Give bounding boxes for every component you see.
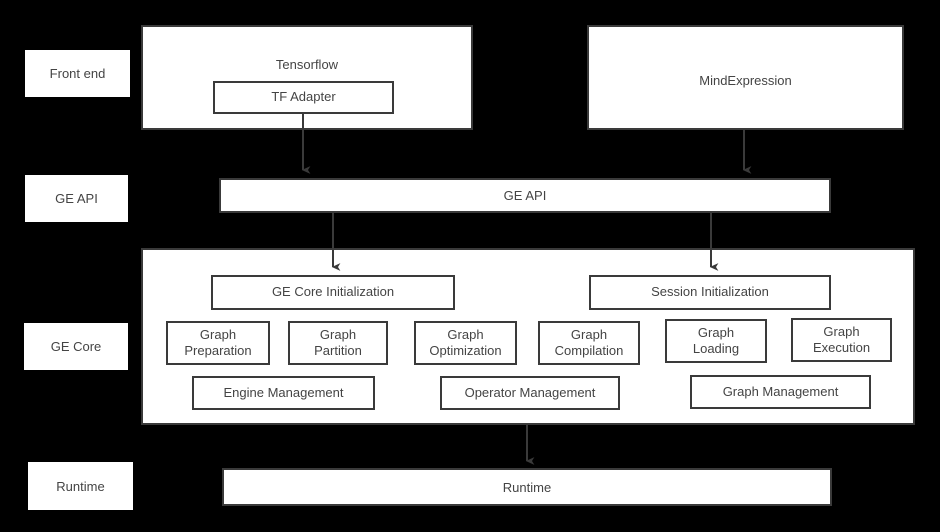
stage-label-runtime: Runtime bbox=[28, 462, 133, 510]
stage-label-front-end: Front end bbox=[25, 50, 130, 97]
runtime-bar[interactable]: Runtime bbox=[222, 468, 832, 506]
ge-core-initialization-box[interactable]: GE Core Initialization bbox=[211, 275, 455, 310]
tensorflow-frame: Tensorflow bbox=[141, 25, 473, 130]
graph-management-box[interactable]: Graph Management bbox=[690, 375, 871, 409]
graph-preparation-box[interactable]: Graph Preparation bbox=[166, 321, 270, 365]
operator-management-box[interactable]: Operator Management bbox=[440, 376, 620, 410]
graph-compilation-box[interactable]: Graph Compilation bbox=[538, 321, 640, 365]
graph-optimization-box[interactable]: Graph Optimization bbox=[414, 321, 517, 365]
tf-adapter-box[interactable]: TF Adapter bbox=[213, 81, 394, 114]
graph-partition-box[interactable]: Graph Partition bbox=[288, 321, 388, 365]
ge-api-bar[interactable]: GE API bbox=[219, 178, 831, 213]
stage-label-ge-core: GE Core bbox=[24, 323, 128, 370]
mindexpression-frame: MindExpression bbox=[587, 25, 904, 130]
graph-loading-box[interactable]: Graph Loading bbox=[665, 319, 767, 363]
engine-management-box[interactable]: Engine Management bbox=[192, 376, 375, 410]
stage-label-ge-api: GE API bbox=[25, 175, 128, 222]
tensorflow-title: Tensorflow bbox=[275, 57, 339, 72]
graph-execution-box[interactable]: Graph Execution bbox=[791, 318, 892, 362]
mindexpression-title: MindExpression bbox=[699, 73, 792, 88]
session-initialization-box[interactable]: Session Initialization bbox=[589, 275, 831, 310]
